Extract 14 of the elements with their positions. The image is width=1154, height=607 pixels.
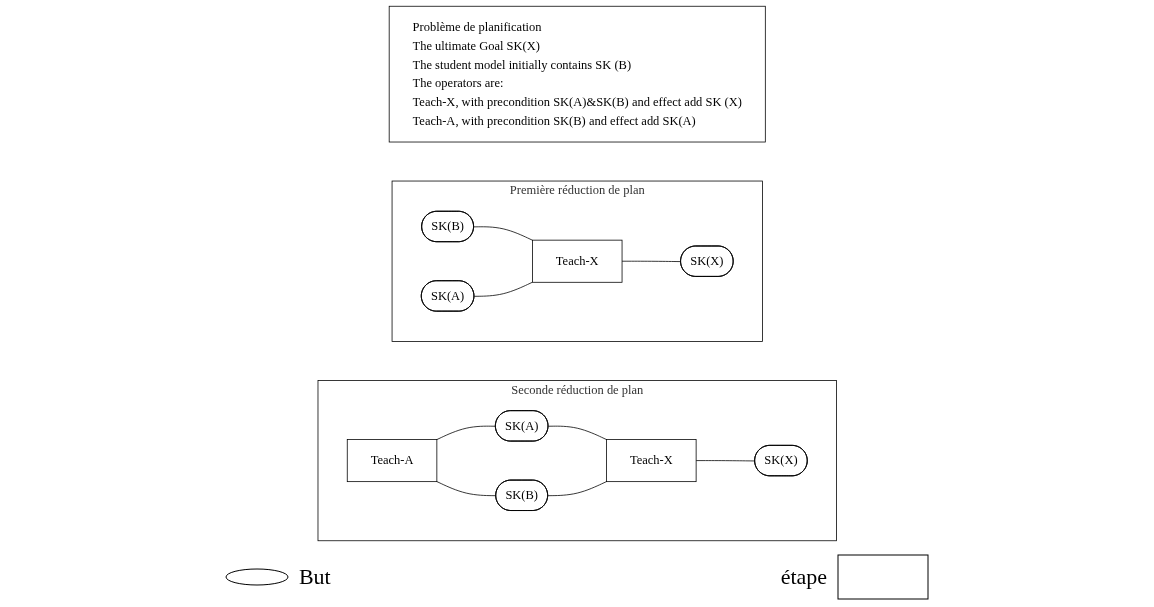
connector bbox=[547, 481, 607, 497]
connector bbox=[436, 481, 497, 497]
node-box: Problème de planification The ultimate Goal SK(X) The student model initially contains SK (B) The operators are: Teach-X, with precondition SK(A)&SK(B) and effect add SK (X) Teach-A, with precondition SK(B) and effect add SK(A) bbox=[388, 5, 766, 143]
node-box: Teach-X bbox=[531, 239, 623, 283]
connector bbox=[621, 260, 682, 262]
connector bbox=[547, 425, 607, 440]
connector bbox=[436, 425, 496, 440]
node-box: Teach-A bbox=[346, 439, 437, 483]
connector bbox=[473, 226, 533, 241]
connector bbox=[473, 281, 533, 297]
legend-text: étape bbox=[780, 564, 828, 590]
connector bbox=[695, 460, 756, 462]
node-box: Teach-X bbox=[605, 439, 697, 483]
legend-text: But bbox=[298, 564, 331, 590]
